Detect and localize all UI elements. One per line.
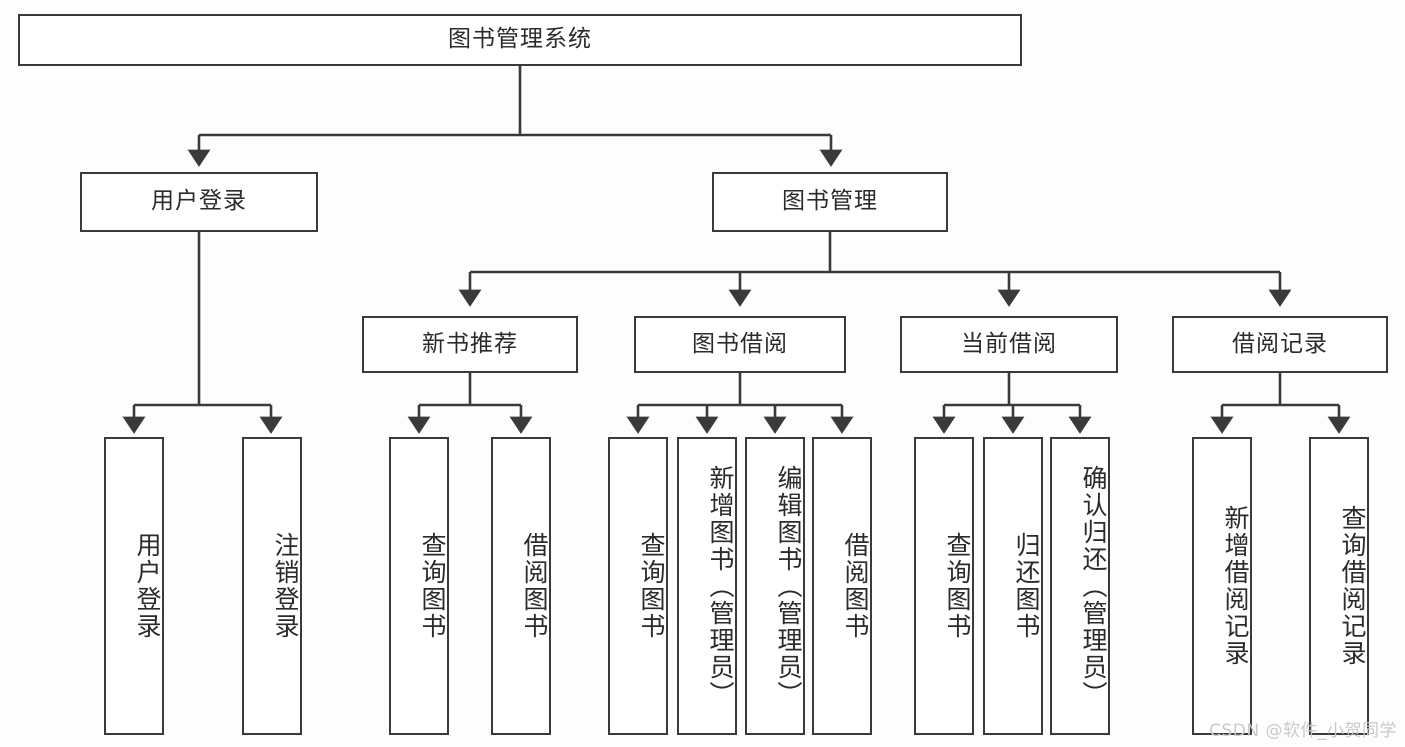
watermark-text: CSDN @软件_小贺同学 — [1209, 721, 1397, 741]
leaf-borrow-add-book-admin[interactable]: 新增图书（管理员） — [677, 437, 737, 735]
node-label: 用户登录 — [151, 188, 247, 215]
node-label: 借阅图书 — [841, 532, 870, 640]
node-label: 查询图书 — [637, 532, 666, 640]
node-label: 查询图书 — [418, 532, 447, 640]
leaf-borrow-edit-book-admin[interactable]: 编辑图书（管理员） — [745, 437, 805, 735]
node-label: 注销登录 — [271, 532, 300, 640]
leaf-borrow-query-book[interactable]: 查询图书 — [608, 437, 668, 735]
leaf-user-login-login[interactable]: 用户登录 — [104, 437, 164, 735]
leaf-user-login-logout[interactable]: 注销登录 — [242, 437, 302, 735]
node-label: 当前借阅 — [961, 330, 1057, 357]
node-label: 图书借阅 — [692, 330, 788, 357]
leaf-recommend-query-book[interactable]: 查询图书 — [389, 437, 449, 735]
node-label: 查询借阅记录 — [1338, 505, 1367, 667]
leaf-recommend-borrow-book[interactable]: 借阅图书 — [491, 437, 551, 735]
node-label: 借阅图书 — [520, 532, 549, 640]
node-user-login[interactable]: 用户登录 — [80, 172, 318, 232]
leaf-record-add-record[interactable]: 新增借阅记录 — [1192, 437, 1252, 735]
node-label: 图书管理系统 — [448, 26, 592, 53]
leaf-borrow-borrow-book[interactable]: 借阅图书 — [812, 437, 872, 735]
node-book-borrow[interactable]: 图书借阅 — [634, 316, 846, 373]
leaf-current-confirm-return-admin[interactable]: 确认归还（管理员） — [1050, 437, 1110, 735]
node-root-book-management-system[interactable]: 图书管理系统 — [18, 14, 1022, 66]
leaf-record-query-record[interactable]: 查询借阅记录 — [1309, 437, 1369, 735]
leaf-current-return-book[interactable]: 归还图书 — [983, 437, 1043, 735]
node-current-borrow[interactable]: 当前借阅 — [900, 316, 1118, 373]
node-label: 新书推荐 — [422, 330, 518, 357]
node-label: 新增借阅记录 — [1221, 505, 1250, 667]
node-label: 归还图书 — [1012, 532, 1041, 640]
node-label: 新增图书（管理员） — [706, 464, 735, 708]
node-label: 图书管理 — [782, 188, 878, 215]
node-label: 用户登录 — [133, 532, 162, 640]
node-label: 借阅记录 — [1232, 330, 1328, 357]
node-book-management[interactable]: 图书管理 — [712, 172, 948, 232]
node-label: 查询图书 — [943, 532, 972, 640]
node-label: 确认归还（管理员） — [1079, 464, 1108, 708]
node-label: 编辑图书（管理员） — [774, 464, 803, 708]
node-new-book-recommend[interactable]: 新书推荐 — [362, 316, 578, 373]
node-borrow-record[interactable]: 借阅记录 — [1172, 316, 1388, 373]
leaf-current-query-book[interactable]: 查询图书 — [914, 437, 974, 735]
